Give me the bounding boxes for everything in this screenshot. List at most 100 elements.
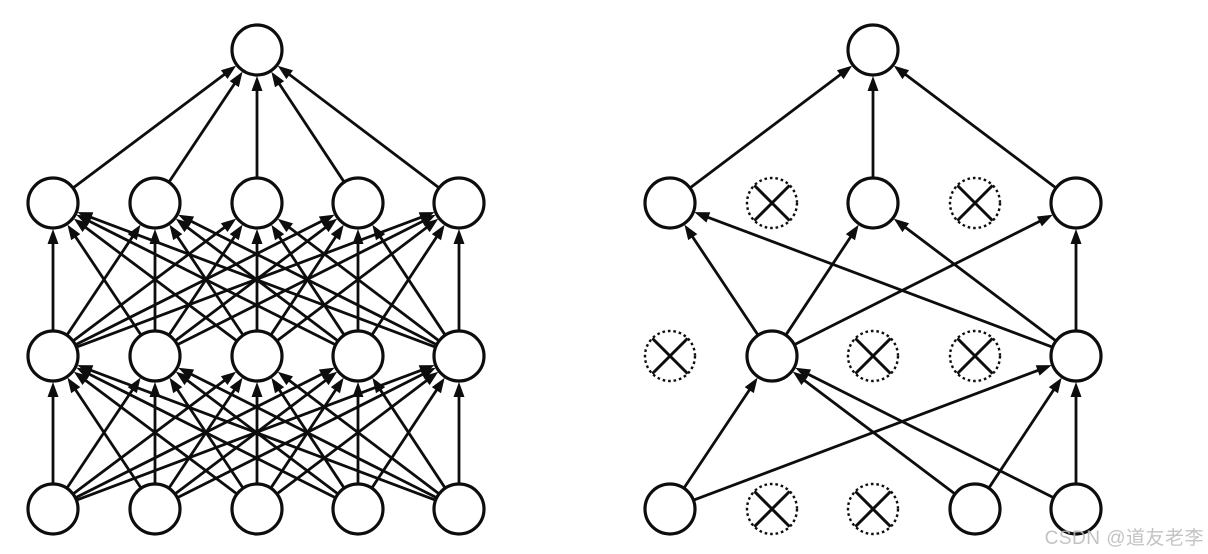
edge-line — [82, 377, 238, 495]
unit-circle — [230, 482, 284, 536]
standard-network-nodes — [26, 23, 486, 536]
edge-arrowhead-icon — [453, 382, 465, 397]
edge — [277, 65, 440, 189]
edge — [277, 218, 440, 342]
edge-line — [276, 224, 430, 342]
edge-line — [371, 233, 440, 336]
edge — [693, 365, 1052, 502]
edge-line — [174, 386, 244, 489]
edge-arrowhead-icon — [453, 229, 465, 244]
dropout-network-hidden2-node-5 — [1049, 176, 1103, 230]
dropout-network-input-node-1 — [643, 482, 697, 536]
edge — [178, 367, 437, 499]
edge-line — [705, 215, 1053, 349]
dropped-x-icon — [753, 184, 791, 222]
edge-arrowhead-icon — [867, 76, 879, 91]
edge — [352, 229, 364, 330]
edge — [893, 65, 1057, 189]
edge-line — [72, 71, 228, 189]
edge-arrowhead-icon — [352, 229, 364, 244]
edge — [174, 218, 338, 342]
dropout-network-input-node-2-dropped — [745, 482, 799, 536]
edge-line — [66, 386, 136, 489]
edge-arrowhead-icon — [431, 224, 445, 241]
edge-arrowhead-icon — [178, 367, 195, 380]
unit-circle — [846, 23, 900, 77]
unit-circle — [128, 329, 182, 383]
edge-arrowhead-icon — [694, 212, 711, 223]
edge-line — [805, 371, 1054, 499]
edge-line — [286, 71, 440, 189]
edge — [168, 377, 243, 489]
edge-line — [88, 215, 436, 349]
edge-line — [371, 386, 440, 489]
edge — [169, 224, 244, 336]
edge — [785, 224, 859, 336]
edge-line — [168, 80, 238, 183]
edge — [72, 218, 237, 342]
edge — [792, 371, 956, 495]
dropout-network-hidden1-node-4-dropped — [948, 329, 1002, 383]
unit-circle — [948, 482, 1002, 536]
edge — [77, 212, 436, 349]
edge-arrowhead-icon — [175, 218, 192, 233]
edge — [73, 371, 238, 495]
edge-arrowhead-icon — [330, 224, 344, 241]
edge-line — [988, 386, 1057, 489]
unit-circle — [1049, 329, 1103, 383]
edge — [47, 382, 59, 483]
standard-network-input-node-5 — [432, 482, 486, 536]
standard-network-hidden1-node-4 — [331, 329, 385, 383]
edge — [73, 218, 238, 342]
dropout-network — [643, 23, 1103, 536]
edge — [684, 224, 759, 336]
edge-arrowhead-icon — [67, 377, 81, 394]
edge-arrowhead-icon — [77, 365, 94, 376]
edge-line — [168, 386, 238, 489]
edge — [795, 367, 1054, 499]
edge-line — [174, 224, 329, 342]
edge-arrowhead-icon — [229, 224, 243, 241]
dropped-x-icon — [956, 337, 994, 375]
unit-circle — [230, 23, 284, 77]
edge-line — [76, 215, 424, 349]
edge-arrowhead-icon — [795, 367, 812, 380]
edge-line — [184, 377, 339, 495]
unit-circle — [230, 176, 284, 230]
edge-arrowhead-icon — [352, 382, 364, 397]
edge — [352, 382, 364, 483]
edge — [175, 218, 339, 342]
dropout-network-input-node-3-dropped — [846, 482, 900, 536]
standard-network-hidden2-node-2 — [128, 176, 182, 230]
unit-circle — [432, 176, 486, 230]
standard-network-hidden2-node-4 — [331, 176, 385, 230]
edge — [271, 71, 345, 183]
edge — [276, 371, 439, 495]
edge-arrowhead-icon — [169, 224, 183, 241]
edge-arrowhead-icon — [1048, 377, 1062, 394]
edge — [372, 377, 446, 489]
dropout-network-hidden1-node-5 — [1049, 329, 1103, 383]
edge-line — [72, 377, 228, 495]
dropped-x-icon — [753, 490, 791, 528]
edge-line — [86, 218, 336, 346]
edge-line — [188, 218, 437, 346]
edge-line — [683, 386, 753, 489]
standard-network-hidden2-node-1 — [26, 176, 80, 230]
unit-circle — [331, 329, 385, 383]
edge — [72, 371, 237, 495]
standard-network-input-node-4 — [331, 482, 385, 536]
edge-line — [276, 377, 430, 495]
edge-arrowhead-icon — [1036, 214, 1053, 227]
edge-arrowhead-icon — [321, 218, 338, 233]
unit-circle — [331, 176, 385, 230]
standard-network-hidden2-node-3 — [230, 176, 284, 230]
edge — [893, 218, 1057, 342]
edge-arrowhead-icon — [251, 229, 263, 244]
edge-arrowhead-icon — [271, 377, 285, 394]
dropout-network-hidden1-node-2 — [745, 329, 799, 383]
dropped-x-icon — [651, 337, 689, 375]
edge-arrowhead-icon — [1070, 229, 1082, 244]
edge-line — [174, 233, 244, 336]
edge-line — [276, 80, 345, 183]
